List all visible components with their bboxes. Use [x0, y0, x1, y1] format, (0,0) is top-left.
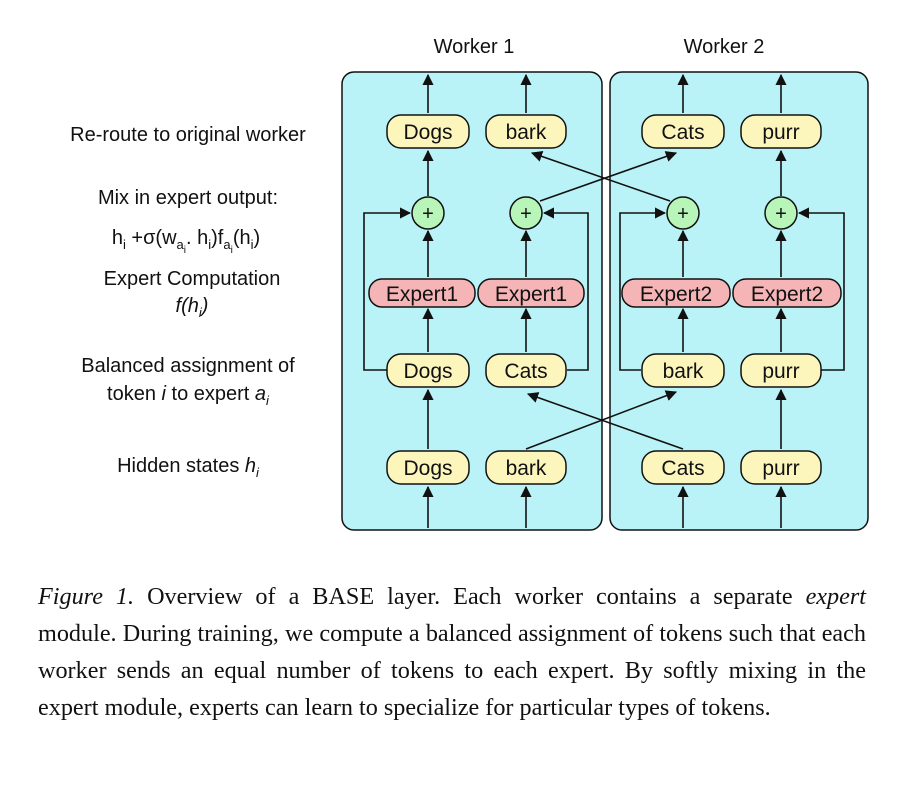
svg-text:+: + [677, 203, 689, 225]
svg-text:Expert1: Expert1 [386, 283, 458, 306]
hidden-state-token: purr [740, 450, 822, 485]
label-expert: Expert Computation [104, 268, 281, 290]
svg-text:Cats: Cats [661, 121, 704, 144]
svg-text:Dogs: Dogs [403, 457, 452, 480]
label-expert-fn: f(hi) [176, 295, 209, 320]
label-mix-formula: hi +σ(wai. hi)fai(hi) [112, 227, 260, 256]
hidden-state-token: Cats [641, 450, 725, 485]
svg-text:bark: bark [506, 457, 547, 480]
top-token: Cats [641, 114, 725, 149]
label-balanced: Balanced assignment of [81, 355, 295, 377]
worker2-title: Worker 2 [684, 36, 765, 58]
svg-text:purr: purr [762, 360, 799, 383]
figure-caption: Figure 1. Overview of a BASE layer. Each… [38, 578, 866, 726]
svg-text:Expert2: Expert2 [751, 283, 823, 306]
caption-text-2: module. During training, we compute a ba… [38, 620, 866, 721]
svg-text:Expert1: Expert1 [495, 283, 567, 306]
svg-text:bark: bark [663, 360, 704, 383]
hidden-state-token: Dogs [386, 450, 470, 485]
expert-node: Expert2 [621, 278, 731, 308]
base-layer-diagram: Worker 1 Worker 2 Re-route to original w… [70, 36, 869, 531]
label-reroute: Re-route to original worker [70, 124, 306, 146]
expert-node: Expert2 [732, 278, 842, 308]
mix-plus-node: + [509, 196, 543, 230]
top-token: Dogs [386, 114, 470, 149]
mix-plus-node: + [764, 196, 798, 230]
label-hidden: Hidden states hi [117, 455, 260, 480]
caption-expert-word: expert [805, 583, 866, 610]
svg-text:Cats: Cats [504, 360, 547, 383]
hidden-state-token: bark [485, 450, 567, 485]
svg-text:+: + [775, 203, 787, 225]
assigned-token: Dogs [386, 353, 470, 388]
svg-text:+: + [520, 203, 532, 225]
svg-text:Expert2: Expert2 [640, 283, 712, 306]
worker1-title: Worker 1 [434, 36, 515, 58]
assigned-token: bark [641, 353, 725, 388]
svg-text:Dogs: Dogs [403, 121, 452, 144]
label-mix: Mix in expert output: [98, 187, 278, 209]
svg-text:bark: bark [506, 121, 547, 144]
mix-plus-node: + [411, 196, 445, 230]
assigned-token: Cats [485, 353, 567, 388]
mix-plus-node: + [666, 196, 700, 230]
caption-text-1: Overview of a BASE layer. Each worker co… [134, 583, 806, 610]
svg-text:Cats: Cats [661, 457, 704, 480]
top-token: purr [740, 114, 822, 149]
expert-node: Expert1 [477, 278, 585, 308]
assigned-token: purr [740, 353, 822, 388]
label-balanced-line2: token i to expert ai [107, 383, 270, 408]
svg-text:purr: purr [762, 457, 799, 480]
svg-text:purr: purr [762, 121, 799, 144]
svg-text:Dogs: Dogs [403, 360, 452, 383]
top-token: bark [485, 114, 567, 149]
expert-node: Expert1 [368, 278, 476, 308]
figure-label: Figure 1. [38, 583, 135, 610]
svg-text:+: + [422, 203, 434, 225]
